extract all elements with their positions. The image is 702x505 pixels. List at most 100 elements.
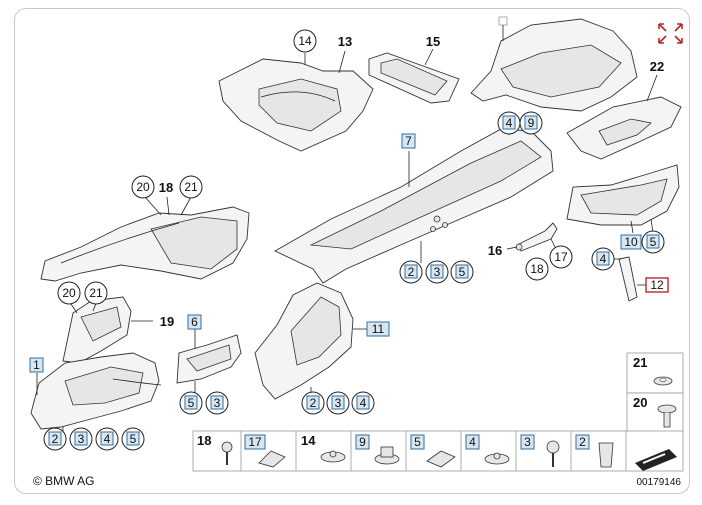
legend-item-14: 14 — [301, 433, 346, 463]
expanding-rivet-icon — [598, 442, 614, 468]
callout-12: 12 — [645, 277, 669, 293]
svg-text:5: 5 — [414, 435, 421, 449]
clip-icon — [657, 404, 677, 414]
svg-text:9: 9 — [359, 435, 366, 449]
svg-text:20: 20 — [633, 395, 647, 410]
svg-text:2: 2 — [408, 265, 415, 279]
svg-text:18: 18 — [530, 262, 544, 276]
callout-5-tunnel: 5 — [450, 260, 474, 284]
svg-text:3: 3 — [335, 396, 342, 410]
callout-2-splash: 2 — [43, 427, 67, 451]
part-lower-left-splash-shield — [30, 352, 162, 430]
svg-text:7: 7 — [405, 134, 412, 148]
part-rear-heat-shield — [470, 18, 638, 112]
part-rear-wheel-arch-liner — [254, 282, 354, 400]
legend-arrow-icon — [635, 449, 677, 471]
callout-21-lower: 21 — [84, 281, 108, 305]
callout-16: 16 — [488, 243, 502, 258]
svg-text:5: 5 — [188, 396, 195, 410]
callout-13: 13 — [338, 34, 352, 49]
svg-text:14: 14 — [301, 433, 316, 448]
svg-text:6: 6 — [191, 315, 198, 329]
callout-4-arch: 4 — [351, 391, 375, 415]
svg-text:3: 3 — [78, 432, 85, 446]
callout-5-splash: 5 — [121, 427, 145, 451]
legend-item-20: 20 — [633, 395, 677, 428]
svg-text:4: 4 — [469, 435, 476, 449]
legend-bottom-table: 18 17 14 9 5 4 — [192, 430, 684, 472]
svg-text:21: 21 — [633, 355, 647, 370]
callout-3-splash: 3 — [69, 427, 93, 451]
callout-2-arch: 2 — [301, 391, 325, 415]
callout-18-strut: 18 — [525, 257, 549, 281]
callout-21: 21 — [179, 175, 203, 199]
legend-item-21: 21 — [633, 355, 673, 386]
callout-4-hook: 4 — [591, 247, 615, 271]
svg-text:3: 3 — [214, 396, 221, 410]
svg-text:17: 17 — [554, 250, 568, 264]
svg-text:9: 9 — [528, 116, 535, 130]
expand-arrows-icon[interactable] — [658, 23, 683, 44]
callout-11: 11 — [366, 321, 390, 337]
copyright-text: © BMW AG — [33, 474, 95, 488]
part-right-side-plate — [566, 164, 680, 226]
part-small-tray — [368, 52, 460, 104]
callout-17: 17 — [549, 245, 573, 269]
part-strut-16-17 — [515, 222, 558, 252]
callout-7: 7 — [401, 133, 416, 149]
callout-20: 20 — [131, 175, 155, 199]
legend-item-4: 4 — [465, 434, 510, 465]
part-center-tunnel-shield — [274, 128, 554, 284]
callout-3-bracket: 3 — [205, 391, 229, 415]
svg-text:5: 5 — [130, 432, 137, 446]
callout-4: 4 — [497, 111, 521, 135]
image-number: 00179146 — [637, 477, 682, 488]
callout-5-bracket: 5 — [179, 391, 203, 415]
callout-6: 6 — [187, 314, 202, 330]
callout-14: 14 — [293, 29, 317, 53]
exploded-parts-diagram: 14 13 15 22 7 4 9 20 18 21 20 21 19 6 11… — [29, 16, 684, 488]
callout-19: 19 — [160, 314, 174, 329]
svg-text:1: 1 — [33, 358, 40, 372]
legend-item-9: 9 — [355, 434, 400, 465]
svg-text:4: 4 — [104, 432, 111, 446]
legend-item-18: 18 — [197, 433, 233, 465]
part-bracket-6 — [176, 334, 242, 384]
small-marker-square — [498, 16, 508, 26]
legend-side-table: 21 20 — [626, 352, 684, 434]
svg-text:21: 21 — [89, 286, 103, 300]
svg-text:11: 11 — [372, 322, 385, 336]
callout-4-splash: 4 — [95, 427, 119, 451]
svg-text:2: 2 — [310, 396, 317, 410]
svg-text:20: 20 — [62, 286, 76, 300]
svg-text:17: 17 — [248, 435, 262, 449]
svg-text:4: 4 — [360, 396, 367, 410]
callout-1: 1 — [29, 357, 44, 373]
svg-text:12: 12 — [650, 278, 664, 292]
callout-3-tunnel: 3 — [425, 260, 449, 284]
callout-22: 22 — [650, 59, 664, 74]
callout-15: 15 — [426, 34, 440, 49]
callout-18: 18 — [159, 180, 173, 195]
parts-diagram-frame: 14 13 15 22 7 4 9 20 18 21 20 21 19 6 11… — [14, 8, 690, 494]
svg-text:4: 4 — [506, 116, 513, 130]
svg-text:2: 2 — [52, 432, 59, 446]
svg-text:10: 10 — [624, 235, 638, 249]
svg-text:2: 2 — [579, 435, 586, 449]
bolt-icon — [546, 440, 560, 454]
svg-text:3: 3 — [434, 265, 441, 279]
legend-item-2: 2 — [575, 434, 614, 468]
part-left-side-panel — [40, 206, 250, 282]
callout-20-lower: 20 — [57, 281, 81, 305]
svg-text:5: 5 — [650, 235, 657, 249]
svg-text:4: 4 — [600, 252, 607, 266]
clip-icon — [426, 450, 456, 468]
callout-3-arch: 3 — [326, 391, 350, 415]
screw-icon — [221, 441, 233, 453]
callout-9: 9 — [519, 111, 543, 135]
callout-5-plate: 5 — [641, 230, 665, 254]
part-hook-bracket — [611, 256, 638, 302]
legend-item-3: 3 — [520, 434, 560, 467]
svg-text:14: 14 — [298, 34, 312, 48]
part-front-underbody-shield — [218, 58, 374, 152]
